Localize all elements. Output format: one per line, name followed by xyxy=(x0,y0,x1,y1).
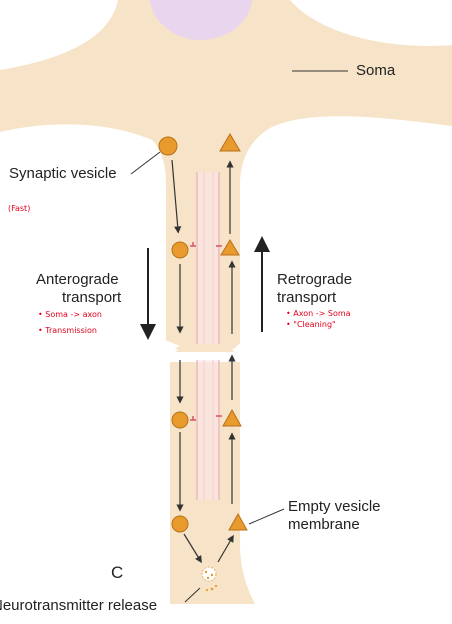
empty-vesicle-label-line2: membrane xyxy=(288,516,360,533)
retrograde-label-line1: Retrograde xyxy=(277,271,353,288)
fast-annotation: (Fast) xyxy=(8,204,31,213)
vesicle-circle-icon xyxy=(158,136,178,156)
nucleus xyxy=(150,0,252,40)
empty-vesicle-triangle-icon xyxy=(228,512,248,531)
retrograde-note-1: • Axon -> Soma xyxy=(286,309,351,318)
retrograde-track-arrows xyxy=(217,160,236,563)
microtubule-fill-lower xyxy=(198,360,218,500)
retrograde-label-line2: transport xyxy=(277,289,337,306)
empty-vesicle-label-line1: Empty vesicle xyxy=(288,498,381,515)
axon-cut-gap xyxy=(160,338,250,362)
panel-letter: C xyxy=(111,563,124,582)
anterograde-note-2: • Transmission xyxy=(38,326,97,335)
anterograde-label-line1: Anterograde xyxy=(36,271,119,288)
empty-vesicle-triangle-icon xyxy=(219,133,241,152)
leader-lines xyxy=(130,70,348,603)
soma-label: Soma xyxy=(356,62,396,79)
synaptic-vesicles xyxy=(158,136,189,533)
vesicle-circle-icon xyxy=(171,515,189,533)
anterograde-note-1: • Soma -> axon xyxy=(38,310,102,319)
neurotransmitter-release-label: Neurotransmitter release xyxy=(0,597,158,614)
microtubule-fill xyxy=(198,172,218,344)
vesicle-circle-icon xyxy=(171,411,189,429)
empty-vesicle-triangle-icon xyxy=(222,408,242,427)
empty-vesicles xyxy=(219,133,248,531)
motor-proteins xyxy=(190,242,222,421)
synaptic-vesicle-label: Synaptic vesicle xyxy=(9,165,117,182)
soma-body xyxy=(0,0,452,604)
vesicle-circle-icon xyxy=(171,241,189,259)
anterograde-label-line2: transport xyxy=(62,289,122,306)
released-vesicle-cluster xyxy=(201,566,218,592)
anterograde-track-arrows xyxy=(171,159,202,564)
empty-vesicle-triangle-icon xyxy=(220,239,240,256)
retrograde-note-2: • "Cleaning" xyxy=(286,320,336,329)
